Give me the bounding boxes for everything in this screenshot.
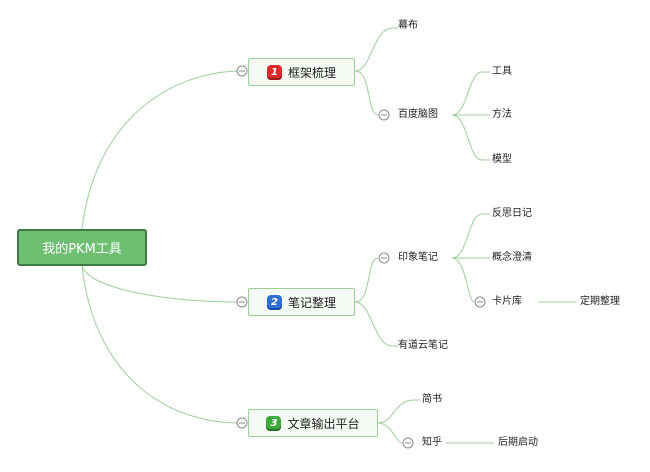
- connector-b1-baidu: [354, 70, 379, 116]
- branch-topic-3-label: 文章输出平台: [287, 416, 360, 431]
- topic-jianshu[interactable]: 简书: [422, 394, 442, 405]
- topic-zhihu[interactable]: 知乎: [422, 437, 442, 448]
- connector-b3-jianshu: [377, 399, 420, 424]
- root-topic[interactable]: 我的PKM工具: [17, 229, 147, 266]
- root-topic-label: 我的PKM工具: [42, 242, 122, 257]
- connector-root-b3: [81, 265, 241, 424]
- collapse-toggle-yinxiang[interactable]: [378, 252, 390, 264]
- topic-method[interactable]: 方法: [492, 109, 512, 120]
- topic-dingqi[interactable]: 定期整理: [580, 296, 620, 307]
- topic-baidu[interactable]: 百度脑图: [398, 109, 438, 120]
- connector-b3-zhihu: [377, 422, 403, 444]
- topic-kapian[interactable]: 卡片库: [492, 296, 522, 307]
- priority-2-icon: 2: [266, 294, 282, 310]
- collapse-toggle-b1[interactable]: [236, 65, 248, 77]
- topic-model[interactable]: 模型: [492, 154, 512, 165]
- collapse-toggle-b2[interactable]: [236, 296, 248, 308]
- connector-yinxiang-fansi: [451, 213, 490, 259]
- connector-b1-mubu: [354, 27, 398, 72]
- collapse-toggle-b3[interactable]: [236, 417, 248, 429]
- connector-root-b2: [81, 265, 241, 303]
- connector-root-b1: [81, 70, 241, 230]
- topic-fansi[interactable]: 反思日记: [492, 208, 532, 219]
- collapse-toggle-zhihu[interactable]: [402, 437, 414, 449]
- connector-baidu-model: [451, 114, 490, 161]
- branch-topic-1[interactable]: 1 框架梳理: [248, 58, 355, 86]
- topic-youdao[interactable]: 有道云笔记: [398, 340, 448, 351]
- topic-mubu[interactable]: 幕布: [398, 20, 418, 31]
- topic-houqi[interactable]: 后期启动: [498, 437, 538, 448]
- connector-b2-yinxiang: [354, 257, 379, 303]
- branch-topic-2-label: 笔记整理: [287, 295, 336, 310]
- topic-gainian[interactable]: 概念澄清: [492, 252, 532, 263]
- priority-3-icon: 3: [266, 415, 282, 431]
- connector-baidu-tools: [451, 71, 490, 116]
- priority-1-icon: 1: [266, 64, 282, 80]
- collapse-toggle-kapian[interactable]: [474, 296, 486, 308]
- branch-topic-3[interactable]: 3 文章输出平台: [248, 409, 378, 437]
- branch-topic-1-label: 框架梳理: [287, 65, 336, 80]
- collapse-toggle-baidu[interactable]: [378, 109, 390, 121]
- topic-yinxiang[interactable]: 印象笔记: [398, 252, 438, 263]
- connector-b2-youdao: [354, 301, 398, 347]
- topic-tools[interactable]: 工具: [492, 66, 512, 77]
- connector-yinxiang-kapian: [451, 257, 475, 303]
- branch-topic-2[interactable]: 2 笔记整理: [248, 288, 355, 316]
